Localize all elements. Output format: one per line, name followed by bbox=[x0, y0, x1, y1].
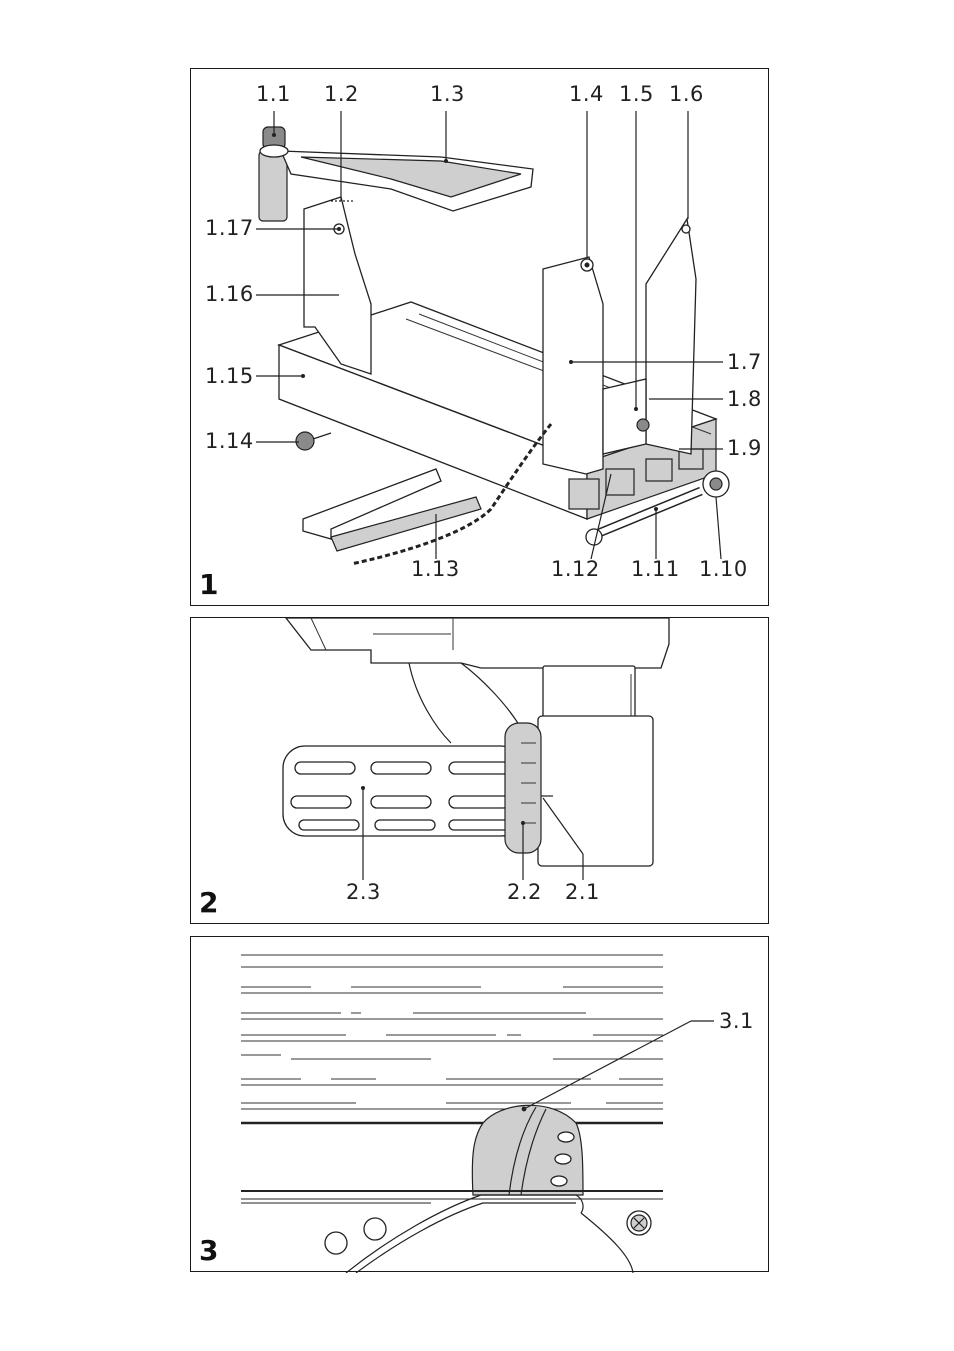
workpiece-lines bbox=[241, 954, 663, 1110]
left-upright bbox=[303, 196, 372, 375]
label-1-12: 1.12 bbox=[551, 557, 600, 581]
thumb-screw-1-14 bbox=[295, 431, 315, 451]
figure-number-3: 3 bbox=[199, 1234, 219, 1267]
label-1-14: 1.14 bbox=[205, 429, 254, 453]
diagram-2-drawing bbox=[282, 618, 670, 880]
figure-panel-2: 2.3 2.2 2.1 2 bbox=[190, 617, 769, 924]
label-1-10: 1.10 bbox=[699, 557, 748, 581]
label-2-2: 2.2 bbox=[507, 880, 542, 904]
label-2-1: 2.1 bbox=[565, 880, 600, 904]
label-1-7: 1.7 bbox=[727, 350, 762, 374]
figure-panel-1: 1.1 1.2 1.3 1.4 1.5 1.6 1.17 1.16 1.7 1.… bbox=[190, 68, 769, 606]
diagram-3-drawing bbox=[241, 954, 714, 1273]
base-shoe bbox=[345, 1194, 584, 1273]
lower-block bbox=[537, 715, 654, 867]
label-1-2: 1.2 bbox=[324, 82, 359, 106]
figure-number-1: 1 bbox=[199, 568, 219, 601]
clamp-arm-inner bbox=[300, 156, 522, 198]
label-3-1: 3.1 bbox=[719, 1009, 754, 1033]
guide-rail-1-13 bbox=[302, 468, 442, 540]
hole-left bbox=[324, 1231, 348, 1255]
label-2-3: 2.3 bbox=[346, 880, 381, 904]
label-1-3: 1.3 bbox=[430, 82, 465, 106]
grip-slots bbox=[290, 761, 510, 831]
right-upright-back bbox=[645, 217, 697, 455]
guide-rail-lower bbox=[330, 496, 482, 552]
label-1-11: 1.11 bbox=[631, 557, 680, 581]
chain bbox=[350, 423, 553, 566]
figure-panel-3: 3.1 3 bbox=[190, 936, 769, 1273]
housing-top bbox=[285, 618, 670, 669]
label-1-8: 1.8 bbox=[727, 387, 762, 411]
label-1-15: 1.15 bbox=[205, 364, 254, 388]
label-1-13: 1.13 bbox=[411, 557, 460, 581]
blade-holder bbox=[602, 378, 647, 455]
label-1-16: 1.16 bbox=[205, 282, 254, 306]
label-1-9: 1.9 bbox=[727, 436, 762, 460]
figure-number-2: 2 bbox=[199, 886, 219, 919]
label-1-5: 1.5 bbox=[619, 82, 654, 106]
label-1-17: 1.17 bbox=[205, 216, 254, 240]
label-1-1: 1.1 bbox=[256, 82, 291, 106]
hole-right bbox=[363, 1217, 387, 1241]
right-upright-front bbox=[542, 256, 604, 475]
diagram-1-drawing bbox=[256, 111, 730, 566]
clamp-post bbox=[258, 150, 288, 222]
label-1-4: 1.4 bbox=[569, 82, 604, 106]
label-1-6: 1.6 bbox=[669, 82, 704, 106]
